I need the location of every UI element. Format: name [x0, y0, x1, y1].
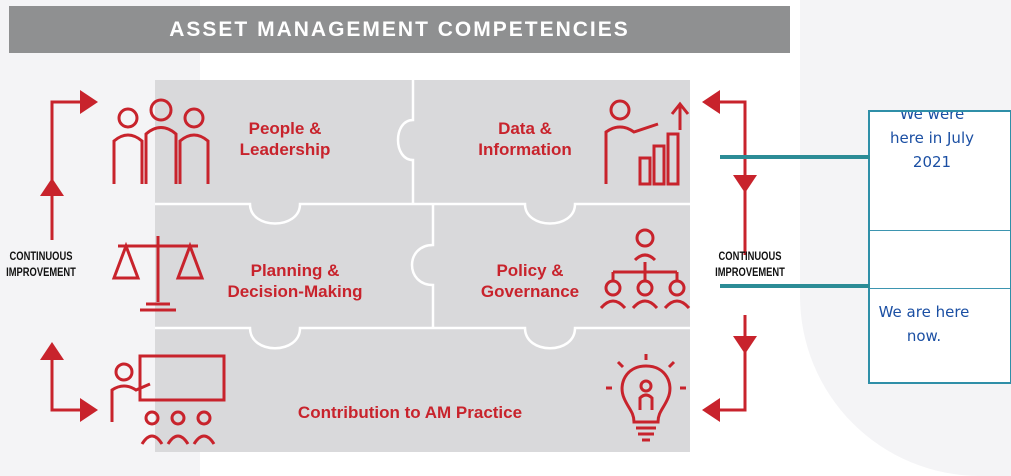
arrow-line: [720, 315, 747, 412]
presenter-chart-icon: [604, 99, 690, 186]
note-now: We are here now.: [878, 303, 970, 345]
teacher-board-icon: [110, 354, 226, 445]
arrow-head-up: [40, 178, 64, 196]
puzzle-seam: [396, 80, 415, 204]
arrow-head-left: [702, 90, 720, 114]
arrow-head-right: [80, 398, 98, 422]
arrow-head-left: [702, 398, 720, 422]
side-label-left: CONTINUOUS IMPROVEMENT: [6, 249, 76, 280]
page-title: ASSET MANAGEMENT COMPETENCIES: [9, 6, 790, 53]
arrow-line: [50, 100, 80, 240]
side-label-right: CONTINUOUS IMPROVEMENT: [715, 249, 785, 280]
piece-label-people-leadership: People & Leadership: [239, 119, 331, 160]
balance-scale-icon: [111, 236, 205, 312]
puzzle-seam: [155, 202, 690, 225]
piece-label-contribution: Contribution to AM Practice: [297, 403, 523, 422]
note-divider: [870, 230, 1010, 231]
note-divider: [870, 288, 1010, 289]
people-group-icon: [112, 98, 210, 184]
puzzle-seam: [410, 204, 435, 328]
puzzle-background: [155, 80, 690, 452]
arrow-head-down: [733, 336, 757, 354]
connector-line-july: [720, 155, 870, 159]
arrow-head-down: [733, 175, 757, 193]
arrow-head-up: [40, 342, 64, 360]
note-july: We were here in July 2021: [890, 110, 974, 171]
connector-line-now: [720, 284, 870, 288]
org-hierarchy-icon: [599, 228, 691, 310]
status-note-box: We were here in July 2021 We are here no…: [868, 110, 1011, 384]
piece-label-policy-governance: Policy & Governance: [480, 261, 580, 302]
piece-label-planning-decision: Planning & Decision-Making: [227, 261, 363, 302]
puzzle-board: [155, 80, 690, 452]
puzzle-seam: [155, 326, 690, 350]
arrow-head-right: [80, 90, 98, 114]
piece-label-data-information: Data & Information: [478, 119, 572, 160]
arrow-line: [720, 100, 747, 255]
arrow-line: [50, 345, 80, 412]
lightbulb-person-icon: [606, 354, 686, 442]
